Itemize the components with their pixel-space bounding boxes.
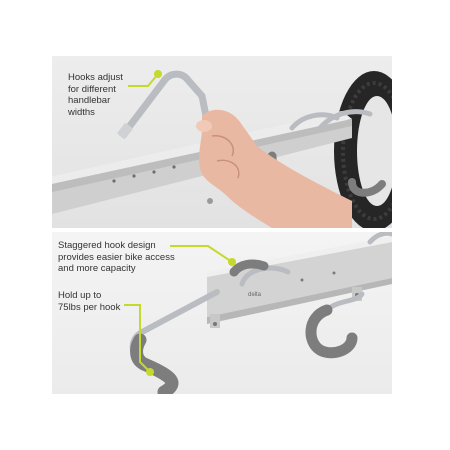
callout-hold-up: Hold up to 75lbs per hook	[58, 290, 148, 313]
hand	[196, 109, 352, 228]
callout-line: handlebar	[68, 95, 111, 106]
wall-rail	[207, 236, 392, 328]
callout-line: and more capacity	[58, 263, 136, 274]
large-hook-right	[305, 291, 365, 359]
callout-line: provides easier bike access	[58, 251, 175, 263]
callout-line: Staggered hook design	[58, 240, 156, 251]
callout-line: Hold up to	[58, 290, 102, 301]
callout-line: for different	[68, 83, 116, 95]
top-photo-panel	[52, 56, 392, 228]
top-photo-illustration	[52, 70, 392, 228]
rail-logo: dɘlta	[248, 292, 262, 298]
callout-hooks-adjust: Hooks adjust for different handlebar wid…	[68, 72, 150, 118]
callout-staggered: Staggered hook design provides easier bi…	[58, 240, 208, 275]
callout-line: widths	[68, 106, 95, 118]
staggered-hook-upper	[229, 232, 392, 287]
callout-line: 75lbs per hook	[58, 301, 121, 313]
callout-line: Hooks adjust	[68, 72, 123, 83]
